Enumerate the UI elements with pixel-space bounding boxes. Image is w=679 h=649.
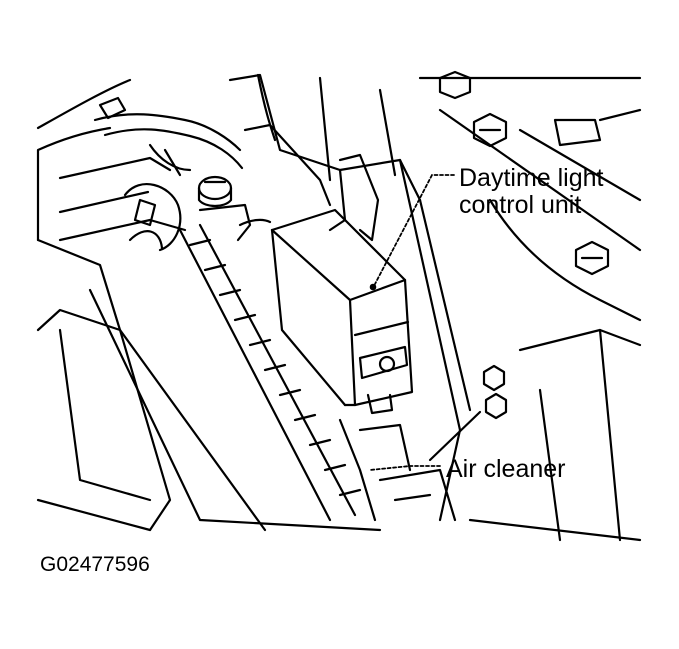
figure-id: G02477596 [40, 553, 150, 576]
daytime-light-label-line2: control unit [459, 191, 582, 219]
hex-bolt [574, 240, 610, 276]
leader-daytime-light [374, 174, 455, 285]
mounting-bolt [197, 175, 272, 242]
hex-bolt [472, 112, 508, 148]
lower-panel [338, 418, 457, 522]
strut-tower [228, 73, 472, 522]
hex-nut [482, 364, 506, 392]
hex-bolt [438, 70, 472, 100]
leader-air-cleaner [369, 465, 441, 471]
daytime-light-control-unit [270, 153, 414, 415]
daytime-light-label-line1: Daytime light [459, 164, 604, 192]
wiring-harness [93, 96, 244, 252]
daytime-light-control-unit-label: Daytime light control unit [459, 165, 604, 219]
hex-nut [428, 392, 508, 462]
leader-lines [369, 174, 455, 471]
air-cleaner-housing [36, 78, 382, 532]
air-cleaner-label: Air cleaner [446, 455, 566, 483]
